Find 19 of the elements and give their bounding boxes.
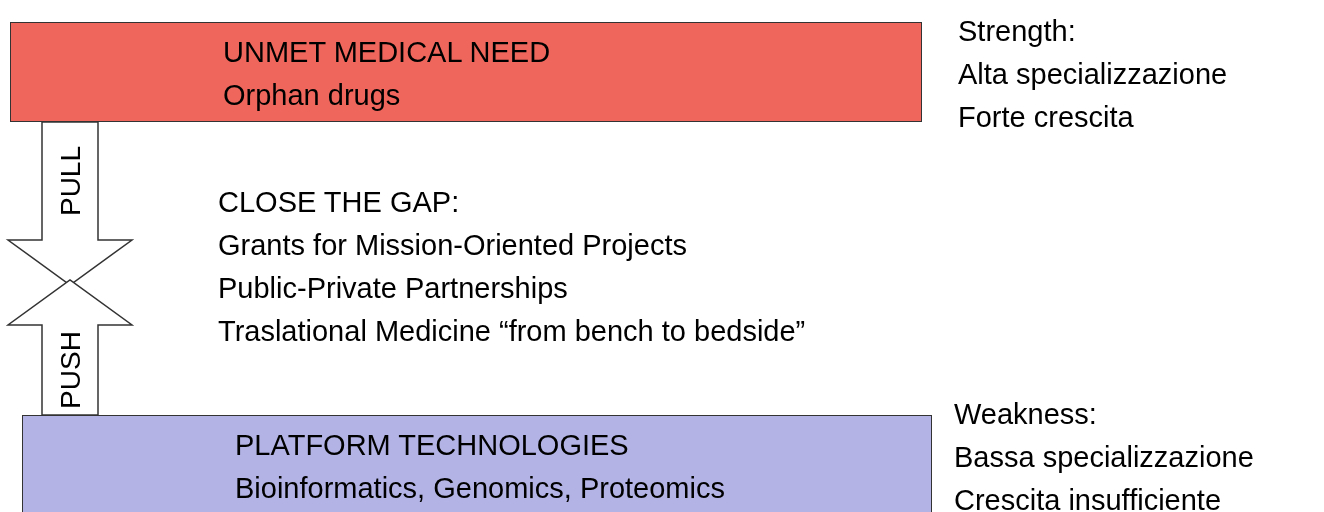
side-note: Strength: bbox=[958, 14, 1076, 49]
box-heading: PLATFORM TECHNOLOGIES bbox=[235, 428, 629, 463]
side-note: Alta specializzazione bbox=[958, 57, 1228, 92]
process-box bbox=[22, 415, 932, 512]
box-text: Bioinformatics, Genomics, Proteomics bbox=[235, 471, 725, 506]
arrow-label: PULL bbox=[54, 146, 86, 216]
side-note: Crescita insufficiente bbox=[954, 483, 1222, 512]
heading-text: CLOSE THE GAP: bbox=[218, 185, 460, 220]
arrow-label: PUSH bbox=[54, 331, 86, 409]
process-box bbox=[10, 22, 922, 122]
note-text: Traslational Medicine “from bench to bedside” bbox=[218, 314, 806, 349]
side-note: Forte crescita bbox=[958, 100, 1134, 135]
box-text: Orphan drugs bbox=[223, 78, 401, 113]
side-note: Weakness: bbox=[954, 397, 1097, 432]
side-note: Bassa specializzazione bbox=[954, 440, 1254, 475]
box-heading: UNMET MEDICAL NEED bbox=[223, 35, 551, 70]
note-text: Grants for Mission-Oriented Projects bbox=[218, 228, 687, 263]
block-arrow bbox=[5, 279, 135, 416]
note-text: Public-Private Partnerships bbox=[218, 271, 568, 306]
